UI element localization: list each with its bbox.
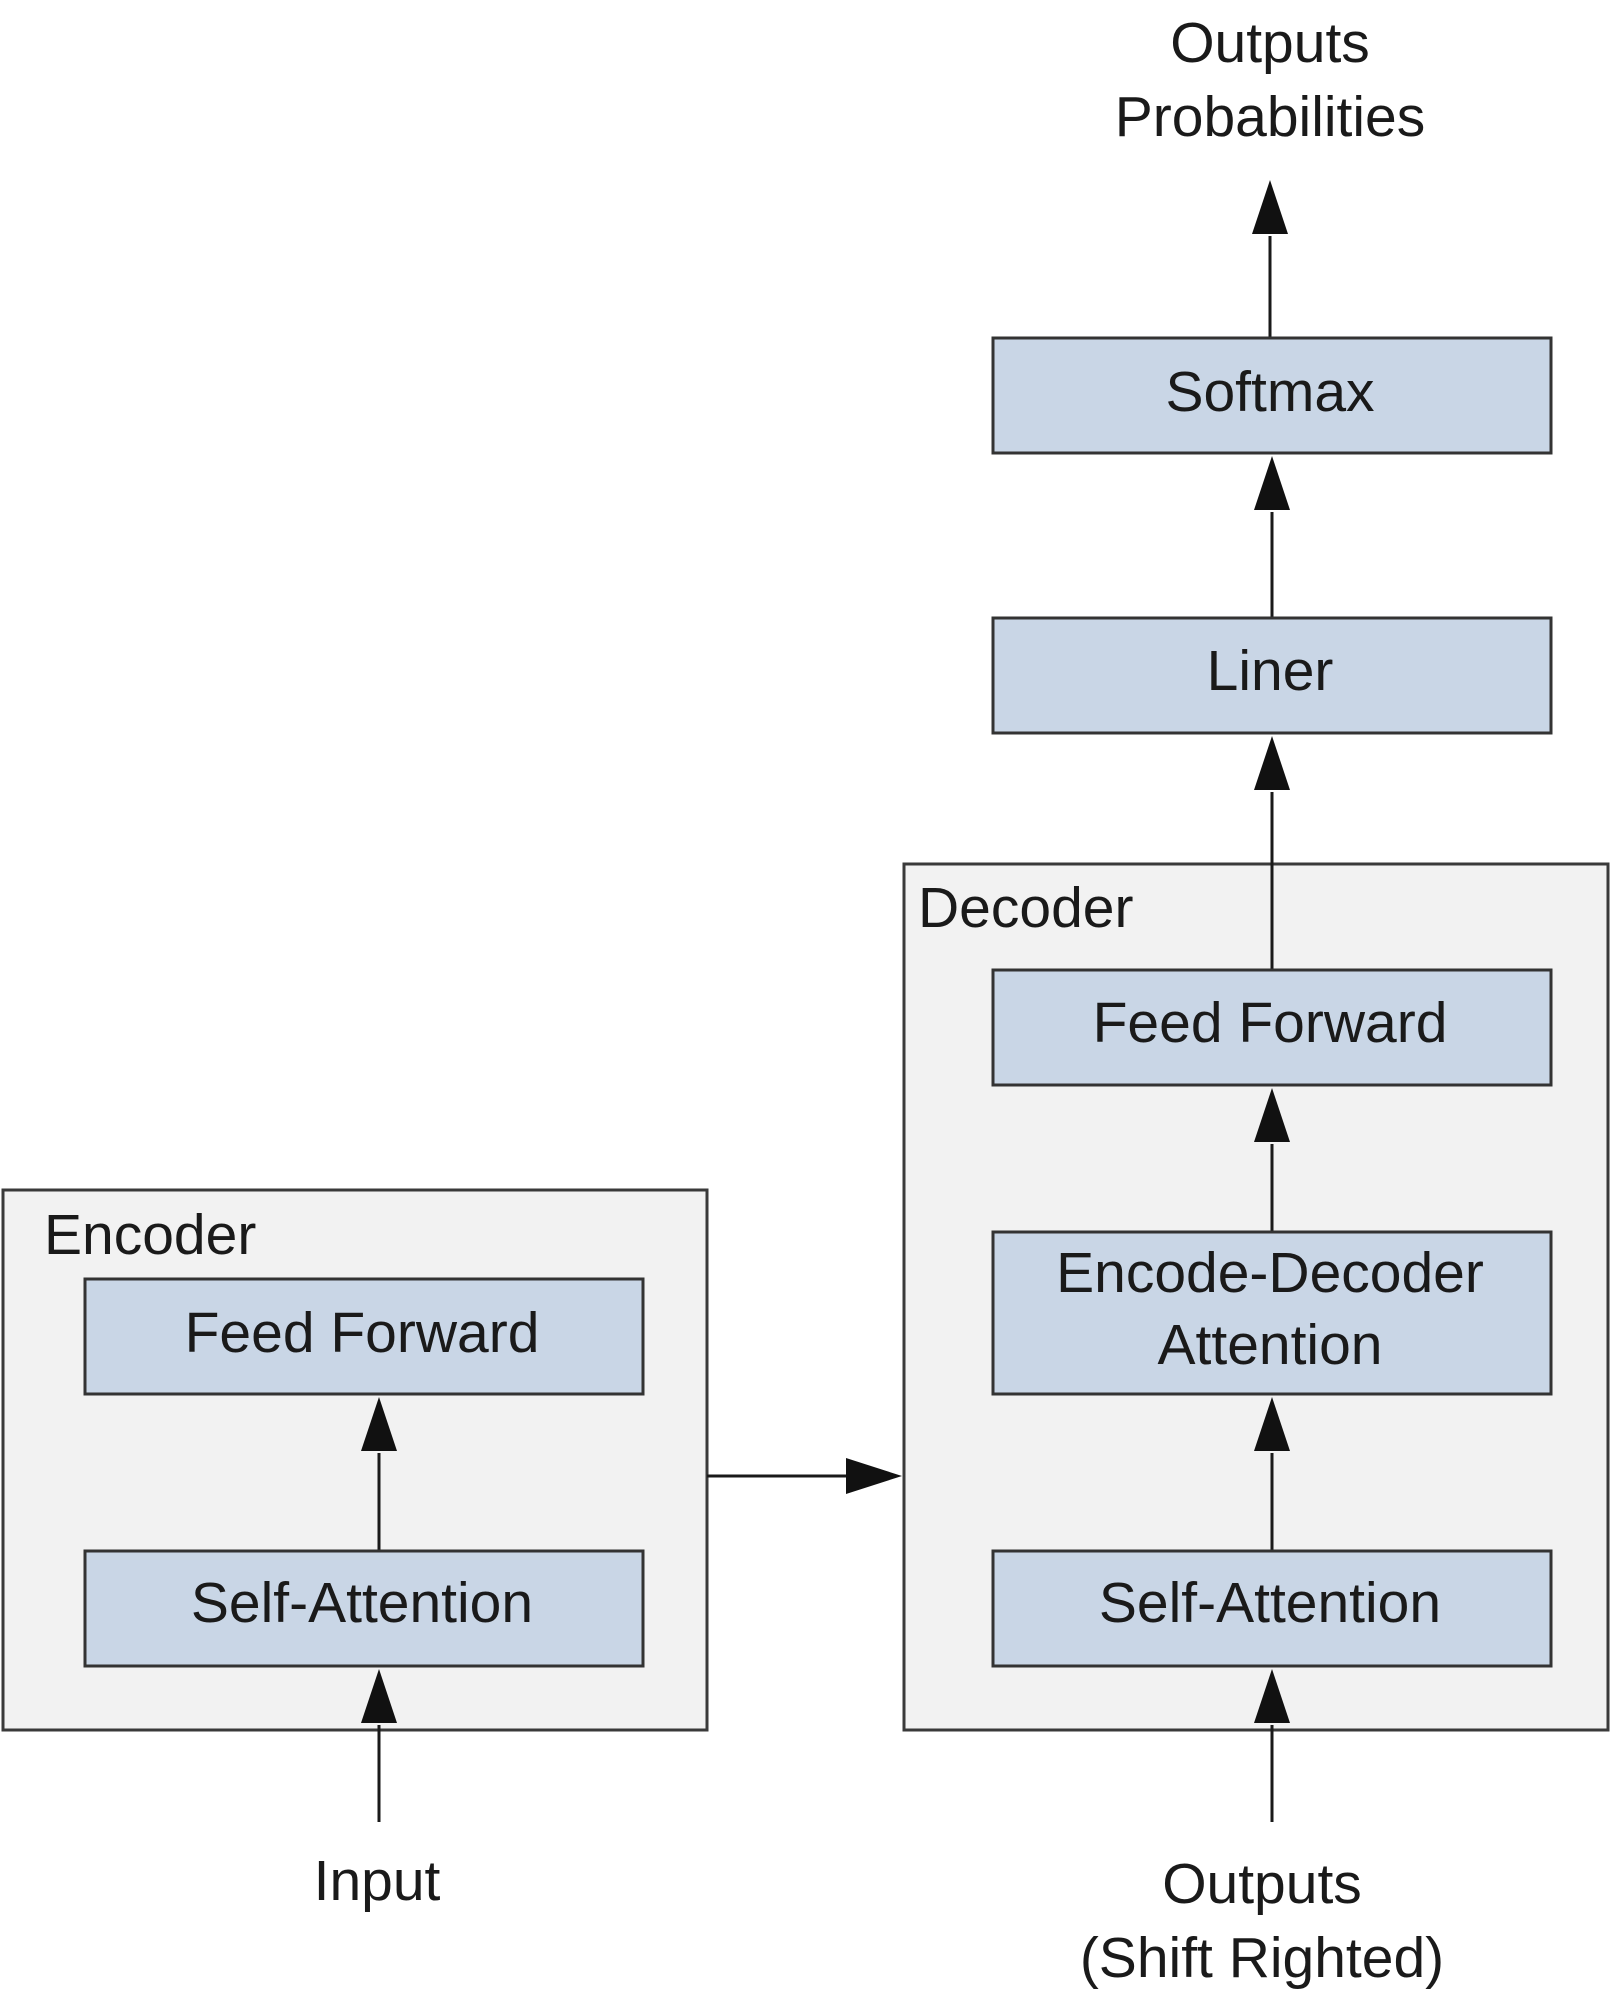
- enc-dec-attention-label-line1: Encode-Decoder: [1056, 1241, 1484, 1305]
- enc-dec-attention-label-line2: Attention: [1158, 1313, 1383, 1377]
- input-label: Input: [314, 1849, 441, 1913]
- arrowhead-decoder-ff-to-liner: [1254, 736, 1290, 790]
- encoder-feed-forward-label: Feed Forward: [185, 1301, 540, 1365]
- enc-dec-attention-block: [991, 1230, 1553, 1396]
- decoder-self-attention-block: [991, 1549, 1553, 1668]
- arrowhead-encoder-to-decoder: [846, 1458, 902, 1494]
- decoder-self-attention-label: Self-Attention: [1099, 1571, 1441, 1635]
- arrowhead-dec-selfattn-to-encdec: [1254, 1397, 1290, 1451]
- liner-block: [991, 616, 1553, 735]
- softmax-label: Softmax: [1165, 360, 1374, 424]
- arrowhead-encdec-to-ff: [1254, 1088, 1290, 1142]
- encoder-feed-forward-block: [83, 1277, 645, 1396]
- arrowhead-liner-to-softmax: [1254, 456, 1290, 510]
- outputs-shifted-label-line2: (Shift Righted): [1080, 1926, 1444, 1990]
- decoder-feed-forward-block: [991, 968, 1553, 1087]
- outputs-probabilities-label-line1: Outputs: [1170, 11, 1370, 75]
- arrowhead-outputs-to-dec-selfattn: [1254, 1669, 1290, 1723]
- arrowhead-enc-selfattn-to-ff: [361, 1397, 397, 1451]
- softmax-block: [991, 336, 1553, 455]
- arrowhead-softmax-to-output: [1252, 180, 1288, 234]
- arrowhead-input-to-enc-selfattn: [361, 1669, 397, 1723]
- outputs-shifted-label-line1: Outputs: [1162, 1852, 1362, 1916]
- encoder-title: Encoder: [44, 1203, 256, 1267]
- encoder-self-attention-label: Self-Attention: [191, 1571, 533, 1635]
- outputs-probabilities-label-line2: Probabilities: [1115, 85, 1426, 149]
- decoder-feed-forward-label: Feed Forward: [1093, 991, 1448, 1055]
- decoder-title: Decoder: [918, 876, 1133, 940]
- liner-label: Liner: [1207, 639, 1334, 703]
- encoder-self-attention-block: [83, 1549, 645, 1668]
